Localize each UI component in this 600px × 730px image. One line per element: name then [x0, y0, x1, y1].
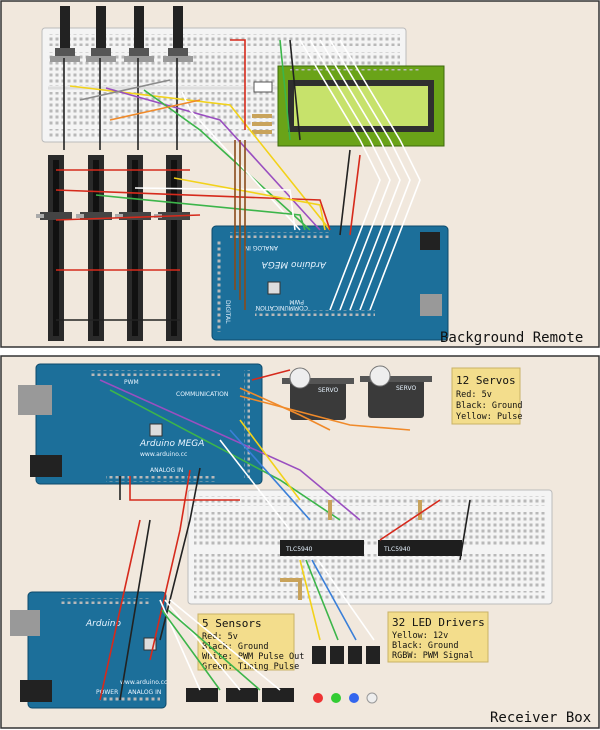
slider-3 — [115, 155, 151, 341]
led-red — [313, 693, 323, 703]
note-leds: 32 LED Drivers Yellow: 12v Black: Ground… — [387, 611, 489, 663]
uno-power-label: POWER — [96, 689, 118, 696]
note-sensors-line-2: Black: Ground — [202, 642, 269, 652]
servo-2: SERVO — [360, 365, 432, 418]
wires-top — [55, 39, 421, 321]
slider-2 — [76, 155, 112, 341]
breadboard-bottom — [187, 489, 553, 605]
mega-receiver-comm-label: COMMUNICATION — [176, 391, 228, 398]
sensor-1 — [186, 688, 218, 702]
servo-1-label: SERVO — [318, 387, 338, 394]
servo-2-label: SERVO — [396, 385, 416, 392]
mega-receiver-pwm-label: PWM — [124, 379, 139, 386]
arduino-uno: Arduino POWER ANALOG IN www.arduino.cc — [10, 591, 167, 709]
note-servos-title: 12 Servos — [456, 374, 516, 387]
mega-remote-comm-label: COMMUNICATION — [256, 304, 308, 311]
note-leds-title: 32 LED Drivers — [392, 616, 485, 629]
potentiometer-4 — [163, 6, 193, 62]
note-sensors-line-3: White: PWM Pulse Out — [202, 652, 304, 662]
note-leds-line-3: RGBW: PWM Signal — [392, 651, 474, 661]
slider-1 — [36, 155, 72, 341]
sensor-3 — [262, 688, 294, 702]
panel-top-title: Background Remote — [440, 330, 583, 346]
tlc5940-2-label: TLC5940 — [383, 546, 411, 553]
mega-remote-analog-label: ANALOG IN — [245, 244, 278, 251]
arduino-mega-remote: Arduino MEGA ANALOG IN COMMUNICATION DIG… — [211, 225, 449, 341]
potentiometer-2 — [86, 6, 116, 62]
note-servos: 12 Servos Red: 5v Black: Ground Yellow: … — [451, 367, 523, 425]
potentiometer-3 — [124, 6, 154, 62]
mega-remote-pwm-label: PWM — [289, 298, 304, 305]
sensors-row — [186, 688, 294, 702]
panel-background-remote: Arduino MEGA ANALOG IN COMMUNICATION DIG… — [0, 0, 600, 348]
note-servos-line-3: Yellow: Pulse — [456, 412, 523, 422]
lcd-display — [277, 65, 445, 147]
led-drivers — [312, 646, 380, 704]
note-sensors-title: 5 Sensors — [202, 617, 262, 630]
note-servos-line-1: Red: 5v — [456, 390, 492, 400]
led-white — [366, 692, 378, 704]
arduino-mega-receiver: Arduino MEGA COMMUNICATION PWM ANALOG IN… — [18, 363, 263, 485]
note-servos-line-2: Black: Ground — [456, 401, 523, 411]
led-green — [331, 693, 341, 703]
uno-url: www.arduino.cc — [120, 679, 167, 686]
rotary-potentiometers — [50, 6, 193, 62]
sensor-2 — [226, 688, 258, 702]
mega-receiver-url: www.arduino.cc — [140, 451, 187, 458]
tlc5940-1: TLC5940 — [280, 540, 364, 556]
note-leds-line-2: Black: Ground — [392, 641, 459, 651]
wires-bottom — [99, 369, 471, 701]
note-sensors-line-4: Green: Timing Pulse — [202, 662, 299, 672]
uno-name: Arduino — [85, 619, 121, 629]
led-blue — [349, 693, 359, 703]
potentiometer-1 — [50, 6, 80, 62]
resistors-top — [252, 114, 272, 134]
mega-remote-name: Arduino MEGA — [262, 259, 327, 269]
servo-1: SERVO — [282, 367, 354, 420]
panel-receiver-box: Arduino MEGA COMMUNICATION PWM ANALOG IN… — [0, 355, 600, 729]
note-leds-line-1: Yellow: 12v — [392, 631, 448, 641]
note-sensors-line-1: Red: 5v — [202, 632, 238, 642]
ic-socket-small — [253, 81, 273, 93]
tlc5940-2: TLC5940 — [378, 540, 462, 556]
note-sensors: 5 Sensors Red: 5v Black: Ground White: P… — [197, 613, 304, 672]
mega-remote-digital-label: DIGITAL — [224, 300, 231, 324]
tlc5940-1-label: TLC5940 — [285, 546, 313, 553]
mega-receiver-analog-label: ANALOG IN — [150, 467, 183, 474]
uno-analog-label: ANALOG IN — [128, 689, 161, 696]
mega-receiver-name: Arduino MEGA — [139, 439, 204, 449]
panel-bottom-title: Receiver Box — [490, 710, 591, 726]
